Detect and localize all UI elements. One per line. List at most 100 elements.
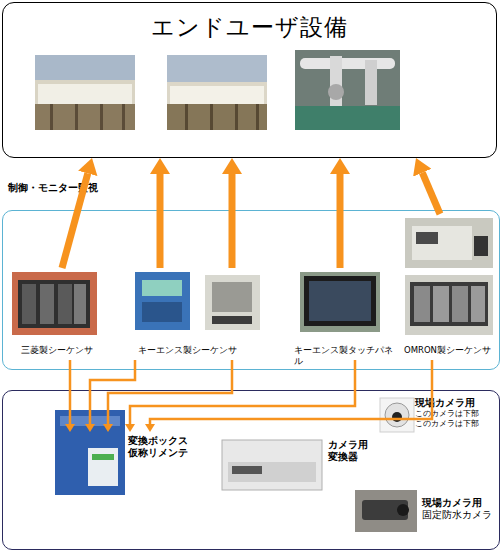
plc-module (22, 284, 36, 324)
node-title: 現場カメラ用 (415, 397, 498, 409)
plc-body (135, 272, 190, 330)
plc-rack (410, 282, 488, 326)
tank-divider (256, 104, 259, 130)
tank-top (170, 86, 264, 104)
plc-module (40, 284, 54, 324)
camera-converter-photo (222, 440, 322, 490)
site-camera: 現場カメラ用固定防水カメラ (350, 485, 498, 540)
photo-ground (167, 82, 267, 130)
site-camera: 現場カメラ用このカメラは下部このカメラは下部 (378, 395, 498, 440)
control-arrow (229, 174, 236, 268)
mitsubishi-plc-photo (12, 272, 97, 335)
plc-module (58, 284, 72, 324)
photo-background (295, 50, 400, 130)
plc-display (142, 280, 182, 296)
panel-bezel (304, 276, 376, 326)
photo-background (405, 218, 493, 268)
pipe (365, 60, 377, 105)
photo-ground (35, 80, 135, 130)
device-body (412, 226, 472, 260)
photo-background (405, 275, 493, 335)
photo-sky (35, 55, 135, 130)
node-title: カメラ用 変換器 (328, 439, 378, 463)
device-band: 変換ボックス 仮称リメンテカメラ用 変換器現場カメラ用このカメラは下部このカメラ… (2, 390, 500, 550)
photo-background (12, 272, 97, 335)
tank-divider (122, 104, 125, 130)
control-arrow (422, 173, 440, 214)
touch-panel-photo (300, 272, 380, 332)
camera-converter: カメラ用 変換器 (218, 435, 378, 495)
omron-unit-photo (405, 218, 493, 268)
photo-sky (167, 55, 267, 130)
conversion-box-photo (55, 410, 125, 495)
plc-body (205, 275, 260, 330)
omron-plc-photo (405, 275, 493, 335)
control-arrow (157, 174, 164, 268)
facility-panel: エンドユーザ設備 (2, 2, 497, 158)
waterproof-camera-photo (355, 490, 417, 532)
touch-panel: キーエンス製タッチパネル (292, 268, 398, 360)
plc-rack (18, 280, 90, 328)
box-body (55, 410, 125, 495)
keyence-plc-photo (135, 272, 190, 330)
plc-terminal (212, 316, 252, 324)
pipe (300, 58, 395, 69)
plc-keypad (142, 302, 182, 322)
panel-screen (309, 281, 371, 321)
plc-module (471, 286, 485, 322)
node-title: 変換ボックス 仮称リメンテ (128, 435, 192, 459)
dome-camera-photo (380, 398, 414, 432)
tank-divider (75, 104, 78, 130)
arrow-caption: 制御・モニター監視 (8, 182, 98, 194)
facility-photo (167, 55, 267, 130)
photo-background (300, 272, 380, 332)
node-title: エンドユーザ設備 (3, 13, 496, 41)
camera-housing (362, 500, 408, 520)
camera-lens (397, 504, 409, 516)
box-lid (60, 416, 120, 426)
facility-photo (295, 50, 400, 130)
device-display (416, 232, 438, 244)
tank-divider (50, 104, 53, 130)
tank-divider (235, 104, 238, 130)
plc-unit: キーエンス製シーケンサ (130, 268, 270, 360)
converter-panel (232, 466, 262, 474)
plc-module (433, 286, 449, 322)
plc-unit: OMRON製シーケンサ (400, 214, 497, 360)
cable (474, 236, 488, 256)
camera-lens (392, 412, 402, 422)
converter-body (222, 440, 322, 490)
plc-module (212, 282, 252, 312)
node-note: このカメラは下部 (415, 409, 498, 419)
tank-divider (100, 104, 103, 130)
node-note: 固定防水カメラ (422, 509, 498, 521)
photo-background (355, 490, 417, 532)
conversion-box: 変換ボックス 仮称リメンテ (50, 432, 192, 497)
valve (328, 84, 344, 100)
node-title: 三菱製シーケンサ (12, 345, 102, 356)
controller-band: 三菱製シーケンサキーエンス製シーケンサキーエンス製タッチパネルOMRON製シーケ… (2, 210, 500, 370)
plc-unit: 三菱製シーケンサ (10, 268, 102, 360)
photo-background (380, 398, 414, 432)
node-title: 現場カメラ用 (422, 497, 498, 509)
plc-module (74, 284, 86, 324)
tank-divider (185, 104, 188, 130)
tank-wall (35, 104, 135, 130)
keyence-plc-photo (205, 275, 260, 330)
facility-photo (35, 55, 135, 130)
water-surface (295, 106, 400, 130)
camera-dome (385, 403, 409, 427)
control-arrow (337, 174, 344, 268)
box-label-band (92, 454, 114, 460)
node-title: キーエンス製タッチパネル (294, 345, 398, 367)
plc-module (414, 286, 430, 322)
node-note: このカメラは下部 (415, 419, 498, 429)
plc-module (452, 286, 468, 322)
box-label (88, 448, 118, 486)
converter-front (228, 462, 316, 482)
tank-wall (167, 104, 267, 130)
tank-divider (210, 104, 213, 130)
